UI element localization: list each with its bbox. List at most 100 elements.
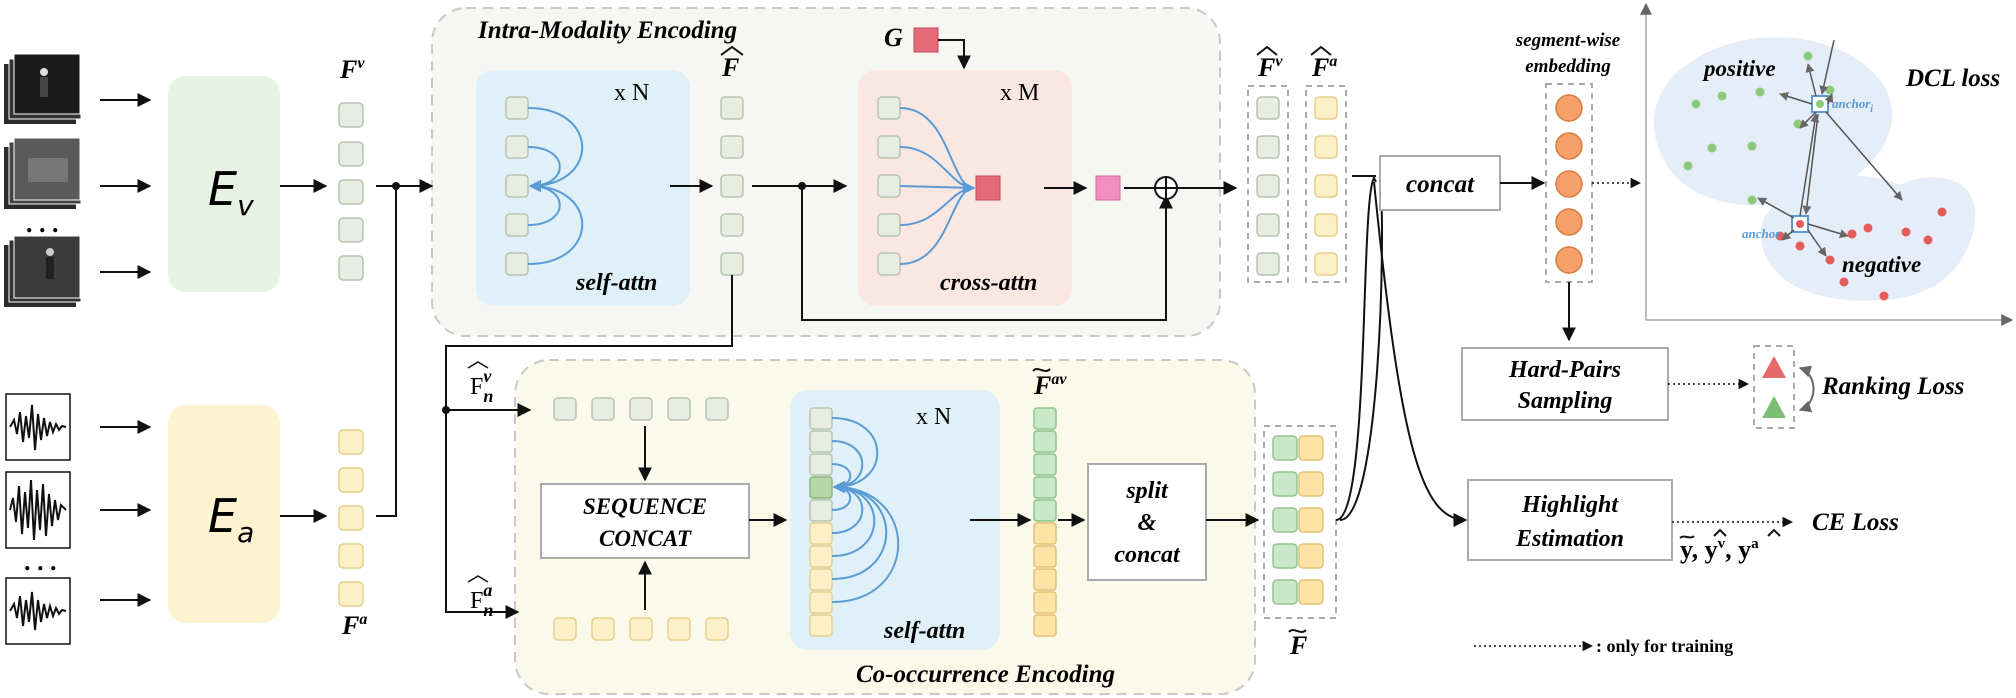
residual-add (1154, 176, 1178, 200)
audio-encoder (168, 405, 280, 623)
audio-encoder-label: Ea (208, 489, 254, 549)
fhat-junction (798, 182, 806, 190)
intra-xn-label: x N (614, 80, 649, 106)
cross-attn-query (975, 175, 1001, 201)
intra-self-attn-label: self-attn (575, 270, 657, 296)
fna-label: Fna (470, 580, 493, 620)
split-label-1: split (1125, 478, 1169, 504)
anchor-pos-label: anchori (1832, 96, 1873, 115)
hard-pairs-label-1: Hard-Pairs (1508, 357, 1621, 383)
ranking-loss-label: Ranking Loss (1821, 373, 1964, 400)
input-arrows (100, 93, 152, 607)
merge-junction (392, 182, 400, 190)
fhat-out-lines (445, 179, 1173, 619)
ftilde-av-tilde (1032, 368, 1051, 372)
fhat-a-hat (1310, 45, 1332, 56)
sequence-concat-label-2: CONCAT (599, 526, 692, 551)
legend-label: : only for training (1596, 636, 1733, 656)
fv-tokens (338, 102, 364, 281)
video-ellipsis: . . . (26, 209, 59, 238)
concat-label: concat (1406, 171, 1475, 198)
co-self-attn-block (790, 390, 1000, 650)
ftilde-group (1263, 425, 1337, 619)
fnv-junction (442, 406, 450, 414)
co-xn-label: x N (916, 404, 951, 430)
merge-curves (1335, 175, 1468, 527)
ftilde-av-label: Fav (1033, 371, 1067, 400)
negative-cluster (1760, 175, 1976, 301)
ftilde-label: F (1289, 631, 1307, 660)
intra-self-attn-tokens (505, 96, 529, 276)
intra-self-attn-arcs (527, 107, 584, 265)
ftilde-tilde (1288, 629, 1307, 633)
seg-embed-label-2: embedding (1525, 56, 1611, 77)
positive-cluster (1653, 37, 1892, 206)
fhat-a-tokens (1314, 96, 1338, 276)
audio-ellipsis: . . . (24, 547, 57, 576)
split-concat-box (1087, 463, 1207, 581)
fhat-hat (720, 45, 744, 56)
cross-output-token (1095, 175, 1121, 201)
cross-xm-label: x M (1000, 80, 1039, 106)
g-label: G (884, 23, 903, 52)
audio-waveforms: . . . (5, 393, 71, 645)
split-label-3: concat (1114, 542, 1181, 568)
hard-pairs-label-2: Sampling (1518, 388, 1613, 414)
sequence-concat-box (540, 483, 750, 559)
fnv-hat (467, 361, 489, 369)
dcl-loss-label: DCL loss (1905, 65, 2000, 92)
ranking-pos-triangle (1762, 396, 1786, 418)
video-encoder-label: Ev (208, 162, 254, 222)
g-arrow (938, 39, 971, 70)
fhat-v-tokens (1256, 96, 1280, 276)
segment-embedding-tokens (1555, 94, 1583, 274)
hard-pairs-box (1461, 347, 1669, 421)
fhat-v-label: Fv (1257, 53, 1283, 82)
co-self-attn-arcs (831, 417, 900, 603)
video-frames: . . . (4, 53, 82, 307)
video-encoder (168, 76, 280, 292)
positive-points (1683, 51, 1835, 205)
co-title: Co-occurrence Encoding (856, 661, 1115, 688)
fna-hat (467, 575, 489, 583)
dcl-axes (1640, 2, 2014, 326)
cross-attn-label: cross-attn (940, 270, 1037, 296)
fhat-tokens (720, 96, 744, 276)
g-token (913, 27, 939, 53)
fna-tokens (553, 617, 729, 641)
fhat-label: F (721, 53, 739, 82)
modality-merge-lines (376, 179, 434, 517)
fhat-v-hat (1256, 45, 1278, 56)
predictions-label: y, yv, ya (1680, 535, 1759, 564)
split-label-2: & (1138, 510, 1157, 536)
prediction-hats (1679, 528, 1781, 539)
concat-box (1379, 155, 1501, 211)
sequence-concat-label-1: SEQUENCE (583, 494, 707, 519)
co-self-attn-label: self-attn (883, 618, 965, 644)
highlight-label-1: Highlight (1521, 492, 1619, 518)
highlight-box (1467, 479, 1673, 561)
negative-label: negative (1842, 252, 1921, 277)
fnv-label: Fnv (470, 366, 493, 406)
ranking-neg-triangle (1762, 356, 1786, 378)
fhat-a-label: Fa (1311, 53, 1337, 82)
seg-embed-label-1: segment-wise (1515, 30, 1621, 51)
positive-label: positive (1702, 56, 1776, 81)
fnv-tokens (553, 397, 729, 421)
ranking-group (1753, 345, 1795, 429)
cross-attn-arcs (899, 107, 976, 265)
dcl-arrows (1757, 39, 1903, 257)
ce-loss-label: CE Loss (1812, 509, 1899, 536)
fv-label: Fv (339, 55, 365, 84)
fa-tokens (338, 429, 364, 607)
fhat-a-group (1305, 85, 1347, 283)
ranking-swap-arrow (1798, 365, 1815, 413)
highlight-label-2: Estimation (1515, 526, 1624, 552)
ftilde-av-tokens (1033, 407, 1057, 637)
intra-title: Intra-Modality Encoding (477, 17, 737, 44)
fhat-v-group (1247, 85, 1289, 283)
anchor-neg-label: anchor (1742, 226, 1781, 241)
fa-label: Fa (341, 611, 367, 640)
ftilde-pair-tokens (1272, 435, 1324, 605)
